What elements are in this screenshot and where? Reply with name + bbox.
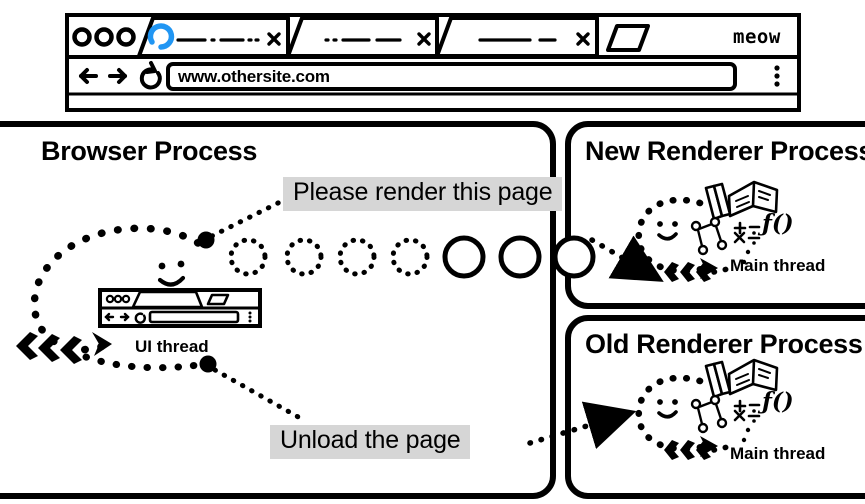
tab-2-close-icon[interactable] xyxy=(417,32,431,46)
tab-1-close-icon[interactable] xyxy=(267,32,281,46)
motion-chevrons-browser xyxy=(16,332,82,364)
old-renderer-main-thread-character xyxy=(635,358,779,460)
function-glyph-new-renderer: ƒ() xyxy=(762,210,794,237)
ipc-message-circles xyxy=(228,235,596,279)
new-tab-icon[interactable] xyxy=(606,24,650,52)
thread-label-old-renderer-main-thread: Main thread xyxy=(730,444,826,463)
browser-brand-label: meow xyxy=(733,26,781,48)
message-label-unload-the-page: Unload the page xyxy=(270,425,471,459)
browser-tab-1[interactable] xyxy=(137,16,290,58)
leader-unload-message xyxy=(199,355,303,421)
panel-browser-process xyxy=(0,121,556,499)
leader-render-message xyxy=(197,193,295,249)
chevron-dotted-tail xyxy=(82,353,209,372)
panel-title-new-renderer-process: New Renderer Process xyxy=(585,136,865,166)
nav-forward-icon[interactable] xyxy=(108,68,127,84)
panel-title-browser-process: Browser Process xyxy=(41,136,258,166)
nav-back-icon[interactable] xyxy=(79,68,98,84)
thread-label-new-renderer-main-thread: Main thread xyxy=(730,256,826,275)
browser-tab-3[interactable] xyxy=(435,16,599,58)
panel-title-old-renderer-process: Old Renderer Process xyxy=(585,329,863,359)
kebab-menu-icon[interactable] xyxy=(774,65,780,87)
arrow-to-new-renderer xyxy=(589,235,664,282)
thread-label-ui-thread: UI thread xyxy=(135,337,209,356)
tab-3-close-icon[interactable] xyxy=(576,32,590,46)
arrow-to-old-renderer xyxy=(527,401,637,450)
ui-thread-character xyxy=(30,224,262,356)
function-glyph-old-renderer: ƒ() xyxy=(762,388,794,415)
address-bar[interactable] xyxy=(166,62,737,91)
nav-reload-icon[interactable] xyxy=(139,61,162,90)
browser-tab-2[interactable] xyxy=(286,16,439,58)
message-label-please-render-this-page: Please render this page xyxy=(283,177,563,211)
three-dot-window-controls-icon[interactable] xyxy=(72,27,136,47)
address-bar-value[interactable]: www.othersite.com xyxy=(178,67,330,86)
new-renderer-main-thread-character xyxy=(635,180,779,282)
tab-spinner-icon xyxy=(147,23,175,50)
